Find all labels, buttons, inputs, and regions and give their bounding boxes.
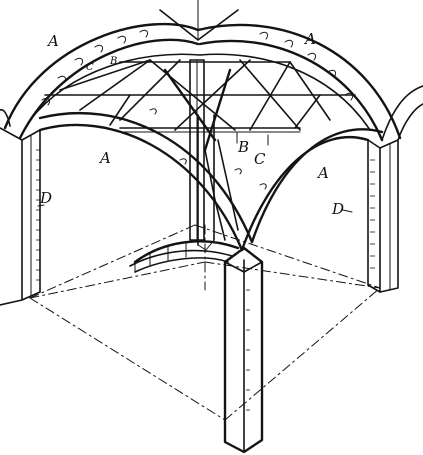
label-arrows (37, 132, 353, 213)
outer-arches (0, 22, 423, 142)
label-b-upper: B (109, 56, 117, 67)
label-c-center: C (254, 150, 266, 168)
left-pier (0, 127, 41, 306)
label-c-upper-left: C (86, 62, 94, 73)
right-pier (367, 139, 399, 293)
label-d-right: D (331, 200, 344, 218)
centering-truss (29, 0, 371, 241)
front-arches (38, 111, 384, 252)
label-a-top-right: A (303, 30, 316, 48)
label-a-mid-left: A (98, 149, 111, 167)
curved-plank (129, 240, 240, 273)
label-a-mid-right: A (316, 164, 329, 182)
lagging-boards (41, 29, 354, 190)
label-d-left: D (39, 189, 52, 207)
label-a-top-left: A (46, 32, 59, 50)
letter-labels: A A A A B B C C D D (39, 30, 344, 218)
floor-plan-lines (29, 224, 381, 421)
label-b-center: B (237, 138, 249, 156)
front-pier (223, 246, 264, 454)
